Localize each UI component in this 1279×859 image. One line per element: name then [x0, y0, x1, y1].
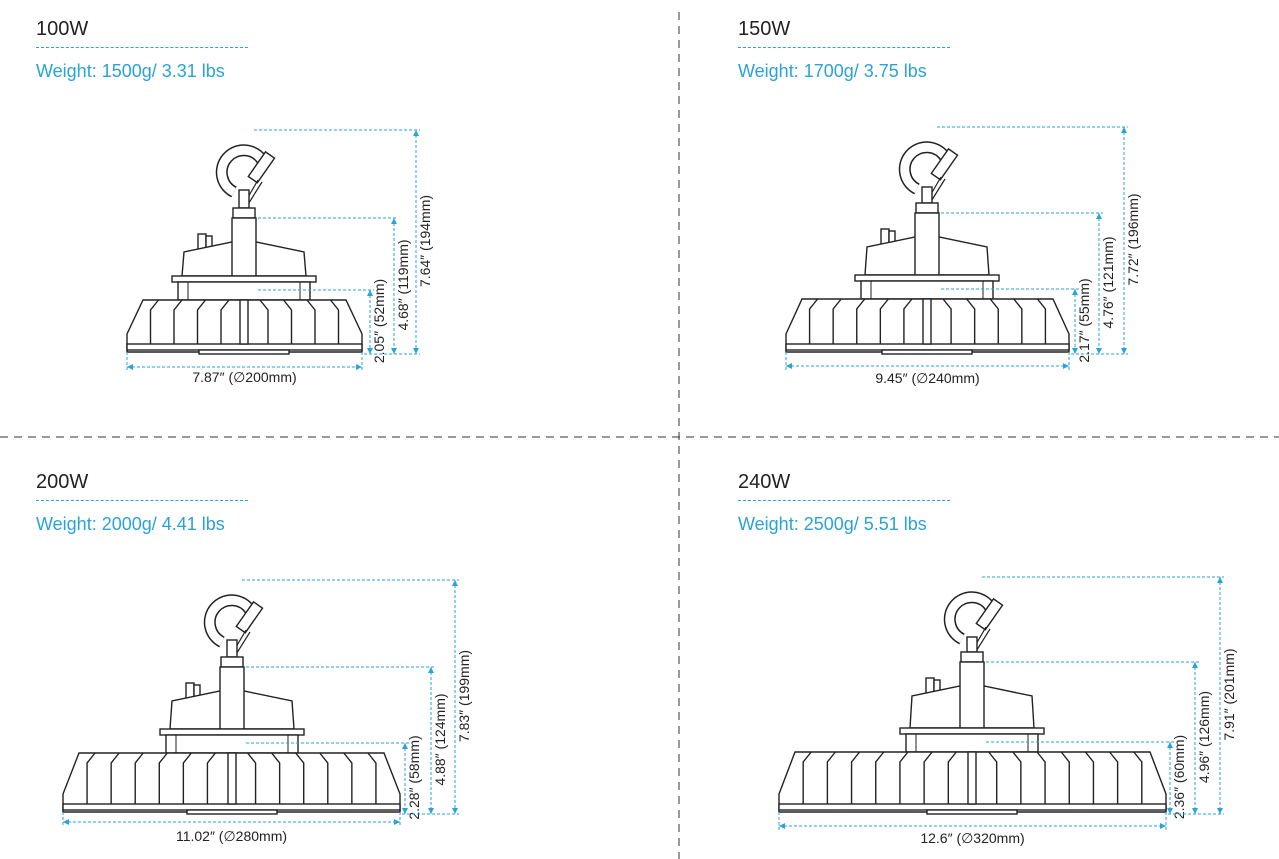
dimension-label-inner: 2.05″ (52mm): [371, 279, 387, 363]
panel-150w-weight: Weight: 1700g/ 3.75 lbs: [738, 61, 927, 81]
lamp-drawing-200w: [62, 594, 401, 815]
dimension-lines-240w: 2.36″ (60mm) 4.96″ (126mm) 7.91″ (201mm) 12…: [778, 576, 1237, 846]
dimension-label-outer: 7.83″ (199mm): [456, 650, 472, 742]
dimension-label-inner: 2.17″ (55mm): [1076, 278, 1092, 362]
dimension-label-middle: 4.68″ (119mm): [395, 239, 411, 330]
panel-200w-weight: Weight: 2000g/ 4.41 lbs: [36, 514, 225, 534]
lamp-drawing-150w: [785, 141, 1070, 355]
panel-200w-title: 200W: [36, 471, 89, 493]
title-divider: [738, 47, 950, 48]
dimension-label-outer: 7.91″ (201mm): [1221, 648, 1237, 740]
dimension-label-width: 7.87″ (∅200mm): [192, 369, 296, 385]
dimension-label-width: 9.45″ (∅240mm): [875, 370, 979, 386]
dimension-label-middle: 4.88″ (124mm): [432, 693, 448, 785]
dimension-label-width: 12.6″ (∅320mm): [920, 830, 1024, 846]
dimension-label-inner: 2.36″ (60mm): [1171, 735, 1187, 819]
dimension-label-outer: 7.64″ (194mm): [417, 195, 433, 287]
title-divider: [36, 47, 248, 48]
panel-240w-weight: Weight: 2500g/ 5.51 lbs: [738, 514, 927, 534]
title-divider: [738, 500, 950, 501]
dimension-label-middle: 4.76″ (121mm): [1100, 236, 1116, 328]
dimension-label-outer: 7.72″ (196mm): [1125, 193, 1141, 285]
dimension-lines-200w: 2.28″ (58mm) 4.88″ (124mm) 7.83″ (199mm) 11…: [62, 579, 472, 844]
lamp-drawing-240w: [778, 591, 1167, 815]
panel-100w-weight: Weight: 1500g/ 3.31 lbs: [36, 61, 225, 81]
panel-240w-title: 240W: [738, 471, 791, 493]
dimension-label-width: 11.02″ (∅280mm): [176, 828, 287, 844]
dimension-lines-150w: 2.17″ (55mm) 4.76″ (121mm) 7.72″ (196mm) 9.…: [785, 126, 1141, 386]
panel-100w-title: 100W: [36, 18, 89, 40]
title-divider: [36, 500, 248, 501]
dimension-label-inner: 2.28″ (58mm): [406, 735, 422, 819]
panel-150w-title: 150W: [738, 18, 791, 40]
dimension-lines-100w: 2.05″ (52mm) 4.68″ (119mm) 7.64″ (194mm) 7.…: [126, 129, 433, 385]
lamp-drawing-100w: [126, 144, 363, 355]
dimension-label-middle: 4.96″ (126mm): [1196, 691, 1212, 783]
